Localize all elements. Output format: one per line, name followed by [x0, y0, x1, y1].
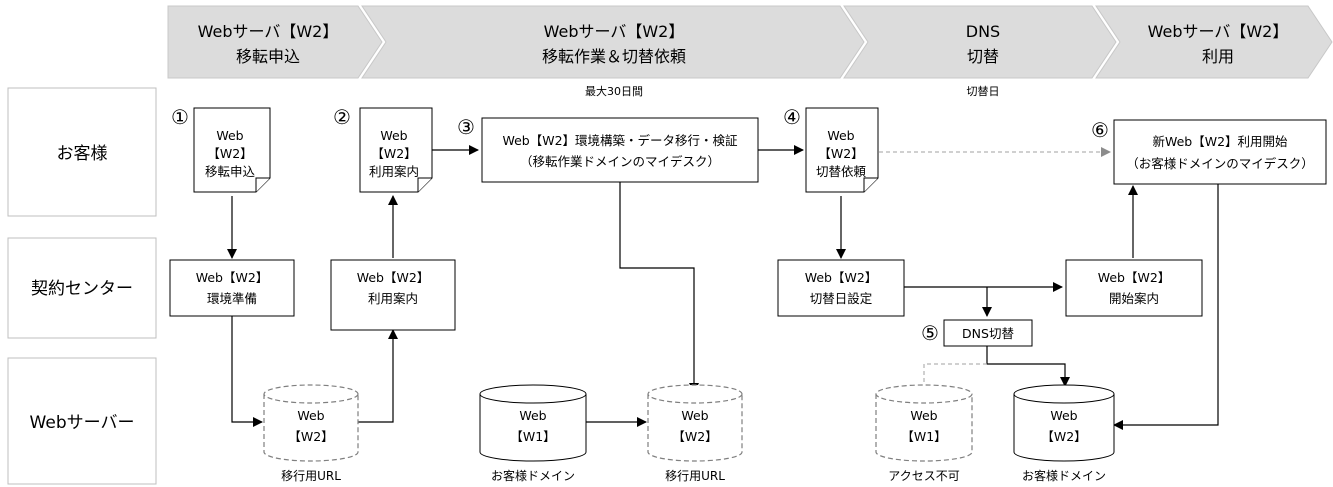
phase-4-title: Webサーバ【W2】 — [1148, 22, 1289, 41]
box-start-guide-line2: 開始案内 — [1109, 291, 1159, 306]
phase-3-subtitle: 切替 — [967, 47, 999, 66]
lane-center-header — [7, 237, 157, 339]
box-guide-center: Web【W2】 利用案内 — [330, 259, 456, 331]
server-3-caption: 移行用URL — [665, 469, 725, 483]
box-start: 新Web【W2】利用開始 （お客様ドメインのマイデスク） — [1113, 119, 1327, 185]
doc-switch-line2: 【W2】 — [818, 146, 863, 161]
phase-3-chevron — [843, 5, 1117, 79]
phase-1-subtitle: 移転申込 — [236, 47, 300, 66]
server-2-caption: お客様ドメイン — [491, 468, 575, 483]
step-1-number: ① — [171, 105, 189, 129]
doc-switch-line3: 切替依頼 — [816, 164, 867, 179]
switch-day-note: 切替日 — [967, 84, 1000, 98]
swimlanes: お客様 契約センター Webサーバー — [7, 87, 157, 485]
server-1-line1: Web — [297, 408, 324, 423]
phase-2-chevron — [361, 5, 865, 79]
phase-3-title: DNS — [966, 22, 1000, 41]
server-transfer-w2: Web 【W2】 移行用URL — [263, 384, 359, 483]
server-3-line1: Web — [681, 408, 708, 423]
box-env-line2: 環境準備 — [207, 291, 257, 306]
arrow-server-to-guide — [358, 329, 398, 423]
server-transfer-w2-b: Web 【W2】 移行用URL — [647, 384, 743, 483]
phase-2-title: Webサーバ【W2】 — [544, 22, 685, 41]
doc-guide-line3: 利用案内 — [369, 164, 419, 179]
doc-switch-line1: Web — [827, 128, 854, 143]
server-3-line2: 【W2】 — [672, 429, 717, 444]
phase-4-subtitle: 利用 — [1202, 47, 1234, 66]
box-work: Web【W2】環境構築・データ移行・検証 （移転作業ドメインのマイデスク） — [481, 117, 759, 183]
server-2-line2: 【W1】 — [510, 429, 555, 444]
connectors — [227, 145, 1219, 430]
box-work-line1: Web【W2】環境構築・データ移行・検証 — [502, 133, 738, 148]
phase-bar: Webサーバ【W2】 移転申込 Webサーバ【W2】 移転作業＆切替依頼 DNS… — [167, 5, 1333, 98]
arrow-server-to-start — [1113, 182, 1219, 430]
server-customer-w1: Web 【W1】 お客様ドメイン — [479, 384, 587, 483]
server-4-line2: 【W1】 — [901, 429, 946, 444]
box-start-line2: （お客様ドメインのマイデスク） — [1126, 156, 1314, 171]
server-5-line1: Web — [1050, 408, 1077, 423]
doc-apply: Web 【W2】 移転申込 — [193, 107, 271, 193]
doc-guide-line2: 【W2】 — [371, 146, 416, 161]
step-5-number: ⑤ — [921, 321, 939, 345]
box-dns-switch: DNS切替 — [943, 319, 1033, 347]
arrow-dns-to-server — [986, 346, 1070, 387]
step-6-number: ⑥ — [1091, 118, 1109, 142]
phase-1-title: Webサーバ【W2】 — [198, 22, 339, 41]
server-old-w1: Web 【W1】 アクセス不可 — [875, 384, 973, 483]
arrow-env-to-server — [231, 316, 263, 427]
server-4-line1: Web — [910, 408, 937, 423]
doc-switch-request: Web 【W2】 切替依頼 — [805, 107, 879, 193]
box-dns-label: DNS切替 — [962, 326, 1014, 341]
dashed-connectors — [879, 147, 1111, 384]
doc-apply-line1: Web — [216, 128, 243, 143]
arrow-work-to-server — [619, 182, 699, 393]
server-2-line1: Web — [519, 408, 546, 423]
box-guide-line1: Web【W2】 — [357, 270, 430, 285]
lane-center-label: 契約センター — [31, 279, 133, 299]
step-4-number: ④ — [783, 105, 801, 129]
server-1-line2: 【W2】 — [288, 429, 333, 444]
box-work-line2: （移転作業ドメインのマイデスク） — [520, 154, 720, 169]
phase-4-chevron — [1095, 5, 1333, 79]
doc-apply-line2: 【W2】 — [207, 146, 252, 161]
box-env: Web【W2】 環境準備 — [169, 259, 295, 317]
doc-apply-line3: 移転申込 — [205, 164, 256, 179]
doc-guide: Web 【W2】 利用案内 — [359, 107, 433, 193]
doc-guide-line1: Web — [380, 128, 407, 143]
step-numbers: ① ② ③ ④ ⑤ ⑥ — [171, 105, 1109, 345]
lane-server-label: Webサーバー — [30, 413, 135, 433]
box-switch-date-line2: 切替日設定 — [810, 291, 873, 306]
box-guide-line2: 利用案内 — [368, 291, 418, 306]
step-2-number: ② — [333, 105, 351, 129]
box-env-line1: Web【W2】 — [196, 270, 269, 285]
box-switch-date: Web【W2】 切替日設定 — [777, 259, 905, 317]
phase-2-subtitle: 移転作業＆切替依頼 — [542, 47, 686, 66]
server-customer-w2: Web 【W2】 お客様ドメイン — [1013, 384, 1115, 483]
server-1-caption: 移行用URL — [281, 469, 341, 483]
server-5-line2: 【W2】 — [1041, 429, 1086, 444]
step-3-number: ③ — [457, 115, 475, 139]
lane-server-header — [7, 357, 157, 485]
box-start-guide-line1: Web【W2】 — [1098, 270, 1171, 285]
box-start-line1: 新Web【W2】利用開始 — [1152, 134, 1288, 149]
server-5-caption: お客様ドメイン — [1022, 468, 1106, 483]
server-4-caption: アクセス不可 — [888, 469, 959, 483]
phase-1-chevron — [167, 5, 383, 79]
box-start-guide: Web【W2】 開始案内 — [1065, 259, 1203, 317]
box-switch-date-line1: Web【W2】 — [805, 270, 878, 285]
lane-customer-label: お客様 — [57, 144, 108, 164]
max-days-note: 最大30日間 — [585, 84, 643, 98]
lane-customer-header — [7, 87, 157, 217]
line-dns-to-old-server-dashed — [923, 363, 987, 384]
